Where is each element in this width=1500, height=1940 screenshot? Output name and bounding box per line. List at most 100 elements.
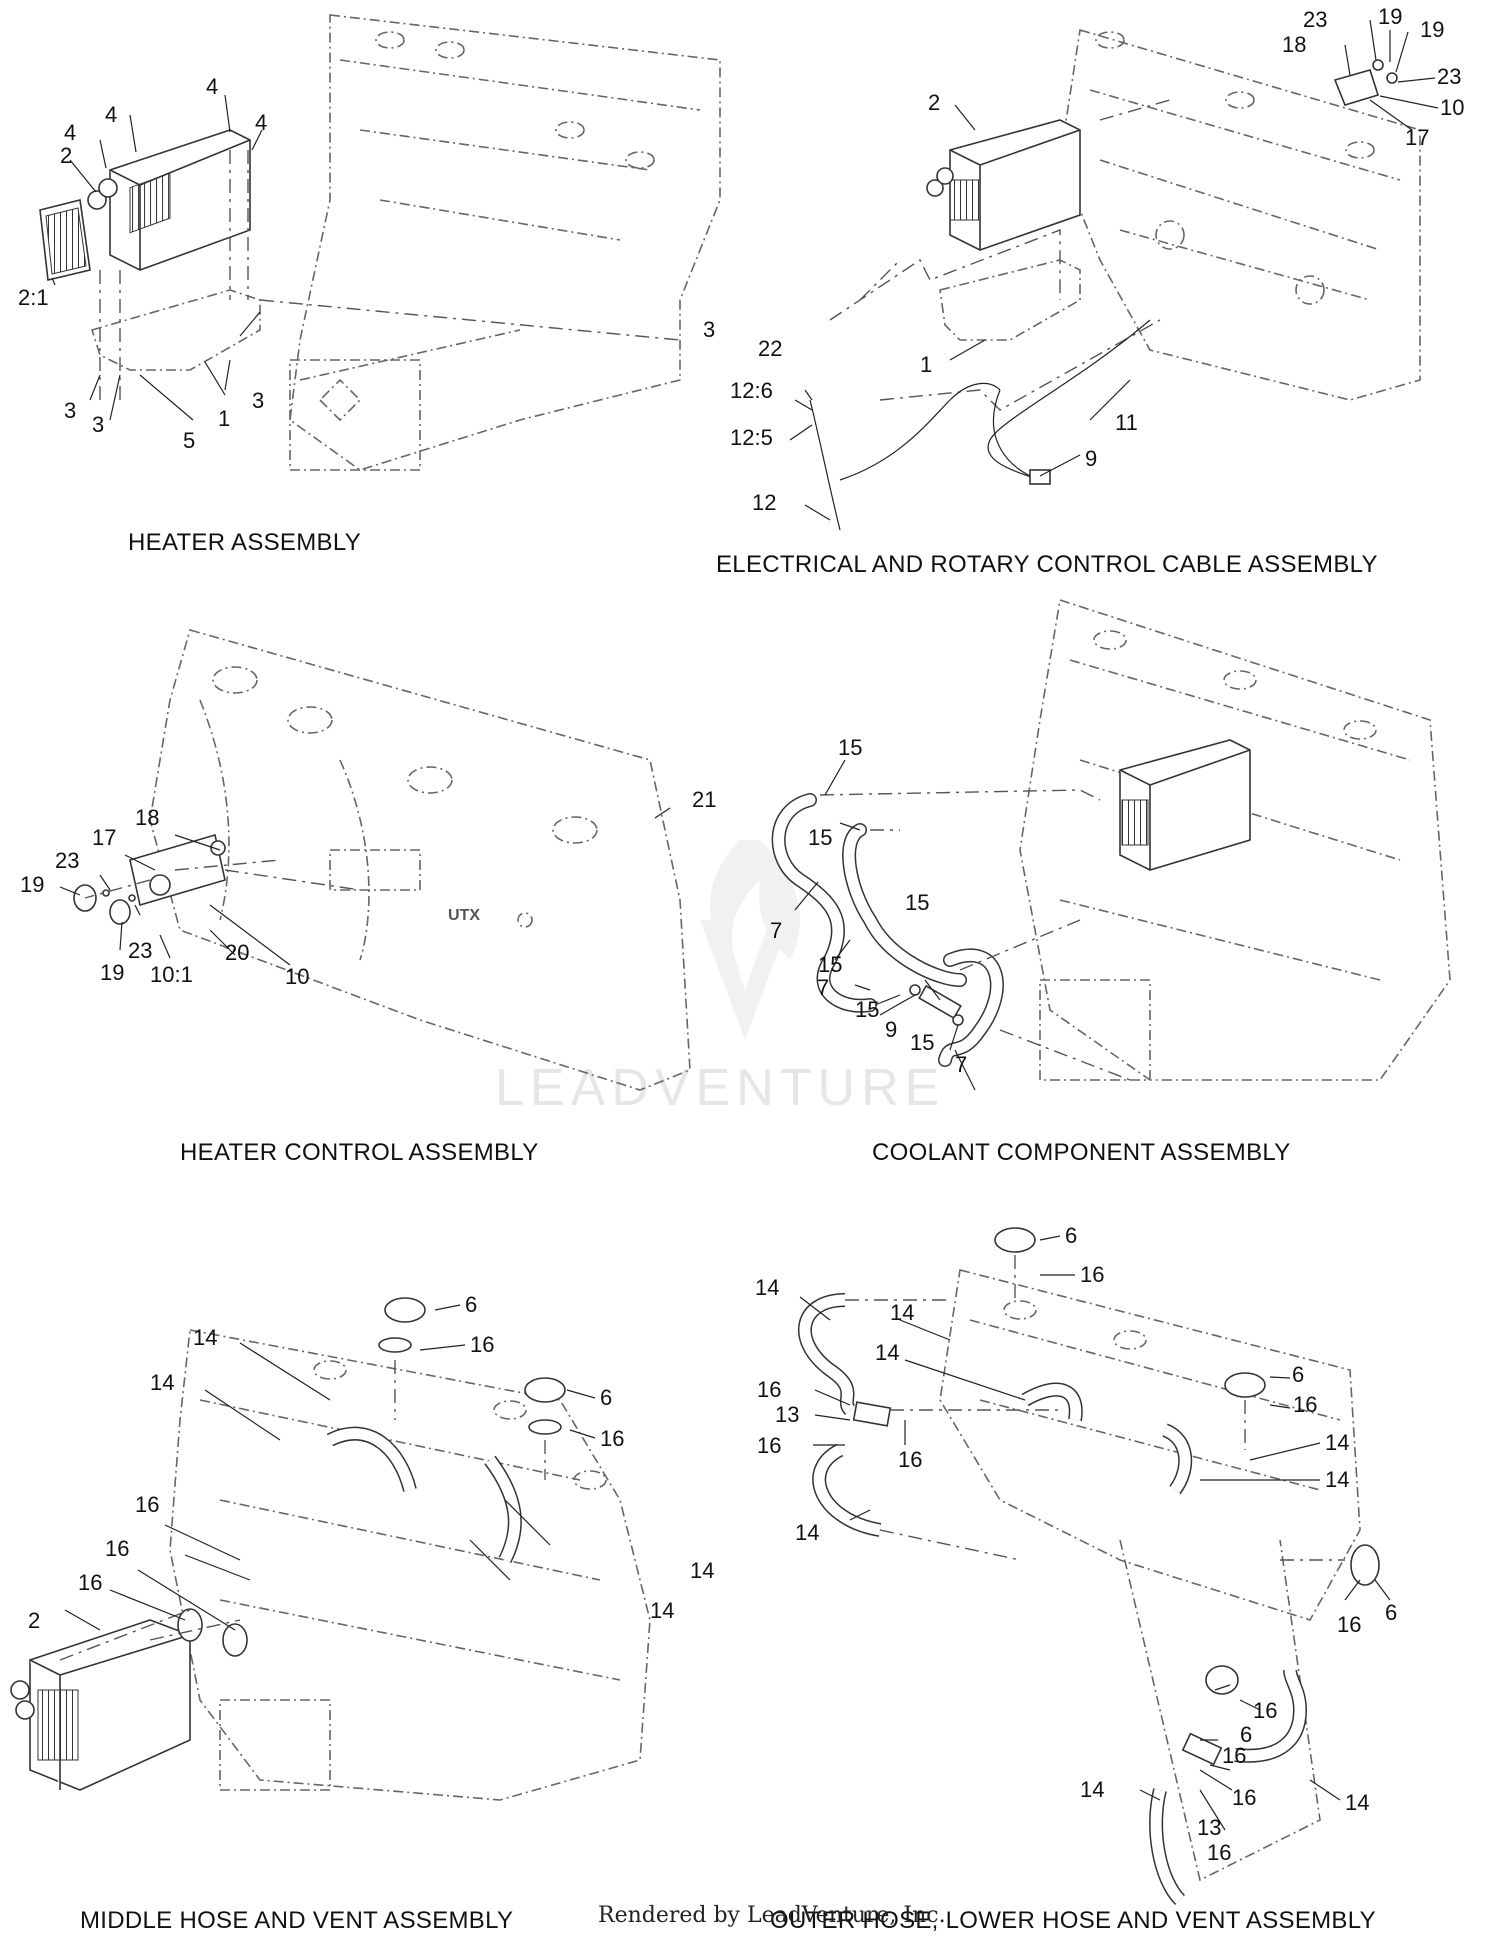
callout-16c: 16 [757,1433,781,1458]
dash-badge: UTX [448,907,480,924]
callout-7c: 7 [955,1052,967,1077]
callout-20: 20 [225,940,249,965]
callout-14a: 14 [755,1275,779,1300]
callout-7a: 7 [770,918,782,943]
callout-4a: 4 [206,74,218,99]
dashboard-sketch: UTX [149,629,691,1091]
callout-16d: 16 [898,1447,922,1472]
callout-3b: 3 [64,398,76,423]
frame-sketch [1059,28,1421,401]
callout-16b: 16 [600,1426,624,1451]
callout-14c: 14 [690,1558,714,1583]
hoses [797,1293,1308,1905]
heater-filter [39,199,91,281]
frame-sketch [169,1329,651,1801]
callout-1: 1 [920,352,932,377]
callout-7b: 7 [817,975,829,1000]
callout-9: 9 [885,1017,897,1042]
section-title-outer-hose: OUTER HOSE, LOWER HOSE AND VENT ASSEMBLY [770,1907,1376,1934]
callout-19b: 19 [1420,17,1444,42]
footer-credit: Rendered by LeadVenture, Inc. [598,1903,946,1928]
callout-10: 10 [285,964,309,989]
heater-unit [87,129,251,271]
heater-unit [926,119,1081,251]
callout-4b: 4 [105,102,117,127]
callout-12-6: 12:6 [730,378,773,403]
callout-16h: 16 [1222,1743,1246,1768]
callout-3a: 3 [703,317,715,342]
outer-hose-section: 6 16 14 14 14 16 13 16 16 14 6 16 14 14 … [755,1223,1397,1934]
callout-2: 2 [928,90,940,115]
callout-17: 17 [92,825,116,850]
callout-9: 9 [1085,446,1097,471]
callout-16a: 16 [1080,1262,1104,1287]
electrical-section: 23 19 19 18 23 10 17 2 1 22 12:6 12:5 11… [716,4,1464,578]
callout-4d: 4 [255,110,267,135]
section-title-middle-hose: MIDDLE HOSE AND VENT ASSEMBLY [80,1907,513,1934]
callout-16e: 16 [78,1570,102,1595]
hoses [326,1426,522,1564]
callout-19a: 19 [20,872,44,897]
callout-14c: 14 [875,1340,899,1365]
callout-15c: 15 [905,890,929,915]
callout-13a: 13 [775,1402,799,1427]
callout-6d: 6 [1240,1722,1252,1747]
callout-15e: 15 [855,997,879,1022]
callout-14e: 14 [1325,1430,1349,1455]
control-knobs [73,884,136,925]
callout-10: 10 [1440,95,1464,120]
callout-22: 22 [758,336,782,361]
callout-14h: 14 [1080,1777,1104,1802]
rotary-control-bracket [1333,59,1398,106]
callout-1: 1 [218,406,230,431]
hose-tees [852,1401,1223,1766]
callout-23a: 23 [55,848,79,873]
frame-sketch [289,14,721,471]
heater-unit [1119,739,1251,871]
callout-18: 18 [1282,32,1306,57]
section-title-coolant: COOLANT COMPONENT ASSEMBLY [872,1139,1291,1166]
callout-15a: 15 [838,735,862,760]
heater-unit [10,1619,191,1791]
callout-16g: 16 [1253,1698,1277,1723]
callout-16c: 16 [135,1492,159,1517]
callout-14b: 14 [890,1300,914,1325]
callout-15d: 15 [818,952,842,977]
callout-21: 21 [692,787,716,812]
callout-6b: 6 [600,1385,612,1410]
callout-6b: 6 [1292,1362,1304,1387]
callout-15b: 15 [808,825,832,850]
callout-6a: 6 [1065,1223,1077,1248]
callout-15f: 15 [910,1030,934,1055]
frame-sketch [1019,598,1451,1081]
callout-10-1: 10:1 [150,962,193,987]
heater-assembly-section: 4 4 4 4 2 2:1 3 3 3 3 5 1 3 HEATER ASSEM… [18,14,721,556]
coolant-hoses [771,793,1004,1067]
callout-16a: 16 [470,1332,494,1357]
heater-mounting-plate [90,289,261,371]
callout-11: 11 [1115,410,1138,435]
callout-3d: 3 [252,388,264,413]
callout-14f: 14 [1325,1467,1349,1492]
vent-knobs [378,1297,566,1435]
callout-17: 17 [1405,125,1429,150]
callout-19a: 19 [1378,4,1402,29]
vent-knobs [994,1227,1380,1695]
callout-2-1: 2:1 [18,285,49,310]
callout-14a: 14 [193,1325,217,1350]
callout-12-5: 12:5 [730,425,773,450]
callout-23b: 23 [1437,64,1461,89]
callout-16b: 16 [757,1377,781,1402]
callout-19b: 19 [100,960,124,985]
watermark-text: LEADVENTURE [495,1059,945,1117]
callout-4c: 4 [64,120,76,145]
callout-16i: 16 [1232,1785,1256,1810]
coolant-valve [909,984,964,1026]
callout-23a: 23 [1303,7,1327,32]
watermark: LEADVENTURE [495,840,945,1117]
callout-14b: 14 [150,1370,174,1395]
callout-6c: 6 [1385,1600,1397,1625]
callout-6a: 6 [465,1292,477,1317]
callout-16d: 16 [105,1536,129,1561]
